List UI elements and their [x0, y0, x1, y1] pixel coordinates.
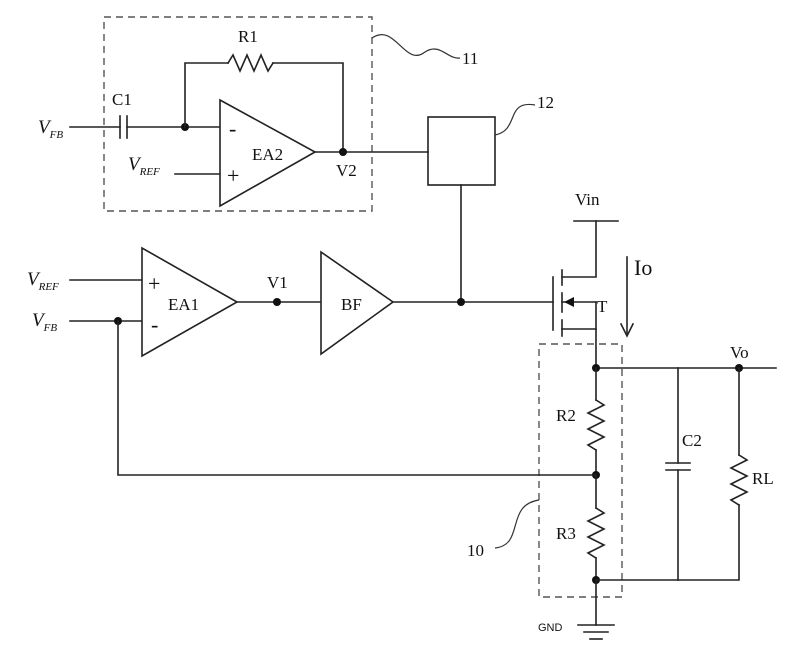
bf-label: BF	[341, 295, 362, 314]
ea1-minus-sign: -	[151, 312, 158, 337]
ref-label-12: 12	[537, 93, 554, 112]
block-12	[427, 116, 496, 186]
io-arrow-head	[619, 322, 635, 338]
wire-r1-feedback-left	[184, 62, 229, 128]
ea1-plus-sign: +	[148, 271, 160, 296]
ea2-minus-sign: -	[229, 116, 236, 141]
vref-top-label: VREF	[128, 154, 160, 178]
ea2-plus-sign: +	[227, 163, 239, 188]
io-label: Io	[634, 255, 652, 280]
ref-label-11: 11	[462, 49, 478, 68]
vin-label: Vin	[575, 190, 600, 209]
op-amp-ea2	[219, 98, 317, 208]
leader-11	[371, 34, 461, 59]
ea1-label: EA1	[168, 295, 199, 314]
vfb-top-label: VFB	[38, 117, 63, 141]
dashed-box-11	[103, 16, 373, 212]
resistor-r3	[586, 506, 606, 560]
wire-r1-feedback-right	[272, 62, 344, 153]
gnd-label: GND	[538, 622, 563, 634]
op-amp-ea1	[141, 246, 239, 358]
r2-label: R2	[556, 406, 576, 425]
vo-label: Vo	[730, 343, 749, 362]
t-label: T	[597, 297, 608, 316]
resistor-r1	[226, 53, 275, 73]
wire-feedback	[117, 320, 597, 476]
v1-label: V1	[267, 273, 288, 292]
c2-label: C2	[682, 431, 702, 450]
ea2-label: EA2	[252, 145, 283, 164]
junction-v1	[273, 298, 281, 306]
mosfet-body-arrow	[564, 297, 574, 307]
resistor-r2	[586, 398, 606, 452]
leader-12	[494, 103, 536, 136]
junction-v2	[339, 148, 347, 156]
rl-label: RL	[752, 469, 774, 488]
vref-left-label: VREF	[27, 269, 59, 293]
r1-label: R1	[238, 27, 258, 46]
r3-label: R3	[556, 524, 576, 543]
ref-label-10: 10	[467, 541, 484, 560]
wire-bottom-rail	[595, 504, 740, 581]
mosfet-source-lead	[561, 328, 597, 369]
v2-label: V2	[336, 161, 357, 180]
resistor-rl	[729, 453, 749, 507]
c1-label: C1	[112, 90, 132, 109]
vfb-left-label: VFB	[32, 310, 57, 334]
mosfet-drain-lead	[561, 220, 597, 278]
leader-10	[494, 499, 540, 549]
junction-gate	[457, 298, 465, 306]
dashed-box-10	[538, 343, 623, 598]
buffer-bf	[320, 250, 395, 356]
